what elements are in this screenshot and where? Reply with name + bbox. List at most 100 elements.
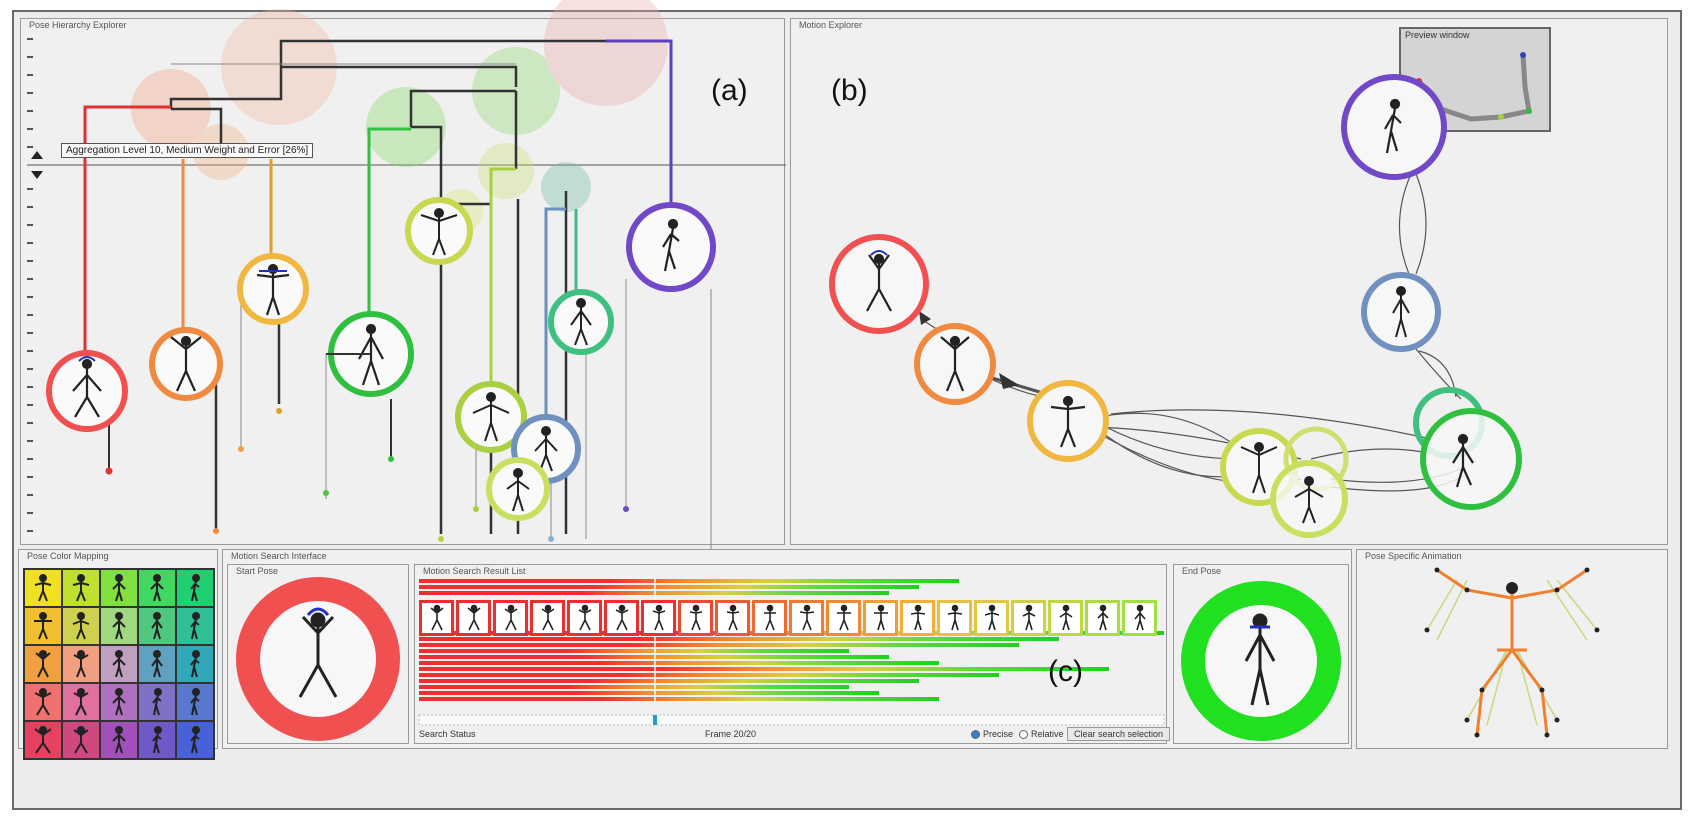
color-cell[interactable] (24, 607, 62, 645)
pose-node-lime-top[interactable] (405, 197, 473, 265)
motion-explorer-panel[interactable]: Motion Explorer (b) Preview window (790, 18, 1668, 545)
panel-title: Motion Search Interface (229, 551, 329, 561)
result-thumbnail[interactable] (1048, 600, 1083, 636)
result-thumbnail[interactable] (789, 600, 824, 636)
panel-title: End Pose (1180, 566, 1224, 576)
color-cell[interactable] (138, 721, 176, 759)
color-cell[interactable] (62, 721, 100, 759)
color-cell[interactable] (100, 721, 138, 759)
result-thumbnail[interactable] (1011, 600, 1046, 636)
result-thumbnail[interactable] (1122, 600, 1157, 636)
result-rows-top[interactable] (419, 579, 959, 595)
timeline-track[interactable] (418, 714, 1165, 726)
pose-node-orange[interactable] (149, 327, 223, 401)
pose-node-yellow[interactable] (237, 253, 309, 325)
color-cell[interactable] (24, 683, 62, 721)
color-cell[interactable] (62, 607, 100, 645)
color-cell[interactable] (100, 569, 138, 607)
pose-color-mapping-panel[interactable]: Pose Color Mapping (18, 549, 218, 760)
color-cell[interactable] (138, 569, 176, 607)
result-thumbnail[interactable] (641, 600, 676, 636)
relative-radio[interactable]: Relative (1019, 729, 1064, 739)
pose-specific-animation-panel[interactable]: Pose Specific Animation (1356, 549, 1668, 749)
result-thumbnail[interactable] (604, 600, 639, 636)
result-thumbnail[interactable] (1085, 600, 1120, 636)
motion-node-blue[interactable] (1361, 272, 1441, 352)
color-cell[interactable] (138, 683, 176, 721)
motion-node-orange[interactable] (914, 323, 996, 405)
aggregation-scale-axis[interactable] (27, 38, 33, 532)
motion-node-yellow[interactable] (1027, 380, 1109, 462)
timeline-thumb[interactable] (653, 715, 657, 725)
result-thumbnail[interactable] (419, 600, 454, 636)
color-cell[interactable] (176, 607, 214, 645)
radio-dot-icon (1019, 729, 1028, 739)
pose-node-lime-mid[interactable] (455, 381, 527, 453)
start-pose-view[interactable] (228, 565, 410, 745)
result-thumbnail[interactable] (937, 600, 972, 636)
pose-node-purple[interactable] (626, 202, 716, 292)
motion-node-lime-3[interactable] (1270, 460, 1348, 538)
panel-label-c: (c) (1048, 655, 1083, 688)
edge-arrow (919, 311, 931, 325)
hierarchy-dendrogram[interactable] (21, 0, 786, 549)
pose-node-green[interactable] (326, 311, 414, 397)
result-thumbnail[interactable] (974, 600, 1009, 636)
level-slider-handle[interactable] (31, 151, 43, 179)
result-list-panel[interactable]: Motion Search Result List (414, 564, 1171, 745)
end-pose-panel[interactable]: End Pose (1173, 564, 1349, 744)
color-cell[interactable] (62, 683, 100, 721)
result-thumbnail-strip[interactable] (419, 600, 1159, 636)
color-cell[interactable] (24, 569, 62, 607)
panel-title: Motion Explorer (797, 20, 865, 30)
pose-animation-view[interactable] (1357, 550, 1669, 750)
result-heat-bars[interactable] (415, 565, 1168, 745)
color-cell[interactable] (176, 683, 214, 721)
start-pose-panel[interactable]: Start Pose (227, 564, 409, 744)
panel-label-a: (a) (711, 74, 748, 107)
color-cell[interactable] (100, 607, 138, 645)
color-cell[interactable] (176, 569, 214, 607)
result-thumbnail[interactable] (567, 600, 602, 636)
pose-node-red[interactable] (46, 350, 128, 432)
app-window: Pose Hierarchy Explorer (a) (12, 0, 1682, 810)
motion-graph[interactable] (791, 19, 1669, 546)
radio-dot-icon (971, 729, 980, 739)
color-cell[interactable] (100, 683, 138, 721)
motion-node-red[interactable] (829, 234, 929, 334)
color-cell[interactable] (138, 645, 176, 683)
color-cell[interactable] (138, 607, 176, 645)
color-cell[interactable] (100, 645, 138, 683)
pose-hierarchy-panel[interactable]: Pose Hierarchy Explorer (a) (20, 0, 786, 549)
result-thumbnail[interactable] (493, 600, 528, 636)
color-cell[interactable] (176, 721, 214, 759)
pose-node-teal[interactable] (548, 289, 614, 355)
pose-node-lime-low[interactable] (486, 457, 550, 521)
result-thumbnail[interactable] (530, 600, 565, 636)
result-thumbnail[interactable] (863, 600, 898, 636)
result-rows-bottom[interactable] (419, 631, 1164, 701)
result-thumbnail[interactable] (752, 600, 787, 636)
clear-search-selection-button[interactable]: Clear search selection (1067, 727, 1171, 741)
color-cell[interactable] (176, 645, 214, 683)
color-mapping-grid[interactable] (23, 568, 215, 760)
frame-counter: Frame 20/20 (705, 729, 757, 739)
color-cell[interactable] (24, 721, 62, 759)
result-thumbnail[interactable] (456, 600, 491, 636)
precise-radio-label: Precise (983, 729, 1014, 739)
motion-node-green[interactable] (1420, 408, 1522, 510)
result-thumbnail[interactable] (715, 600, 750, 636)
result-thumbnail[interactable] (900, 600, 935, 636)
color-cell[interactable] (62, 569, 100, 607)
color-cell[interactable] (24, 645, 62, 683)
result-thumbnail[interactable] (678, 600, 713, 636)
color-cell[interactable] (62, 645, 100, 683)
panel-label-b: (b) (831, 74, 868, 107)
motion-node-purple[interactable] (1341, 74, 1447, 180)
precise-radio[interactable]: Precise (971, 729, 1013, 739)
motion-search-panel[interactable]: Motion Search Interface Start Pose Motio… (222, 549, 1352, 749)
end-pose-view[interactable] (1174, 565, 1350, 745)
result-thumbnail[interactable] (826, 600, 861, 636)
panel-title: Motion Search Result List (421, 566, 528, 576)
leaf-endpoints[interactable] (105, 399, 630, 542)
